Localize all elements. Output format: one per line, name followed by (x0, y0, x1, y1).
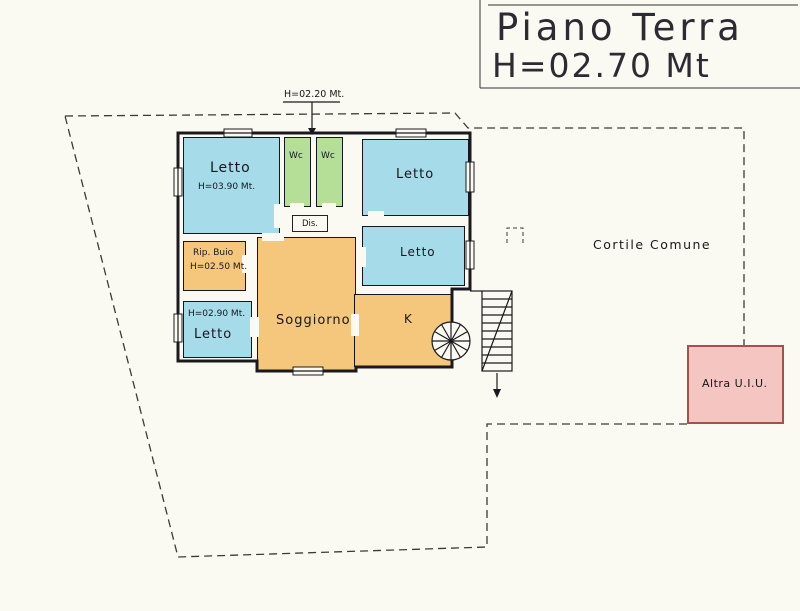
label-letto-bottom-left: Letto (194, 327, 233, 342)
room-wc-left (284, 137, 311, 207)
label-kitchen: K (404, 312, 412, 326)
height-annotation-leader (283, 101, 340, 135)
label-wc-left: Wc (289, 151, 303, 161)
label-letto-top-left: Letto (210, 160, 251, 176)
label-letto-top-left-height: H=03.90 Mt. (198, 182, 256, 192)
label-ripostiglio: Rip. Buio (193, 248, 234, 258)
room-altra-uiu (687, 345, 784, 424)
label-disimpegno-box: Dis. (292, 215, 328, 232)
stair-direction-arrow (493, 373, 501, 398)
label-letto-bottom-left-height: H=02.90 Mt. (188, 309, 246, 319)
plan-height-note: H=02.70 Mt (492, 46, 711, 85)
label-wc-height: H=02.20 Mt. (284, 89, 345, 100)
room-wc-right (316, 137, 343, 207)
label-letto-mid-right: Letto (400, 245, 436, 259)
label-wc-right: Wc (321, 151, 335, 161)
label-letto-top-right: Letto (396, 167, 435, 182)
label-courtyard: Cortile Comune (593, 237, 712, 252)
label-disimpegno: Dis. (301, 218, 319, 229)
room-kitchen (354, 294, 452, 367)
label-soggiorno: Soggiorno (276, 313, 351, 328)
label-altra-uiu: Altra U.I.U. (702, 377, 768, 390)
room-soggiorno (257, 237, 356, 371)
external-staircase (470, 290, 513, 372)
plan-title: Piano Terra (496, 6, 744, 49)
label-ripostiglio-height: H=02.50 Mt. (190, 262, 248, 272)
